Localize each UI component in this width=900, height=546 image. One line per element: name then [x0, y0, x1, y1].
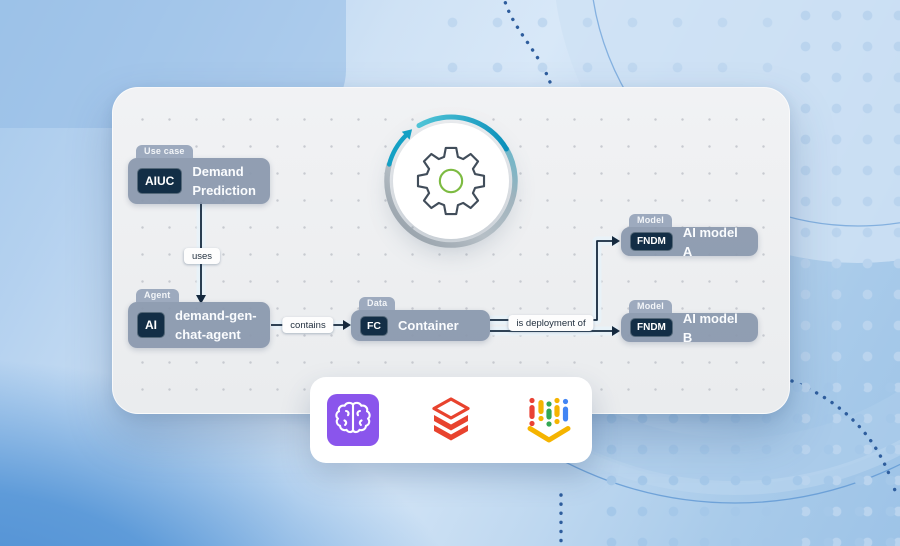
- node-title: AI model A: [682, 224, 738, 259]
- arrowhead-icon: [401, 129, 413, 140]
- node-badge: FNDM: [630, 232, 673, 251]
- dotted-curve-top: [502, 0, 554, 90]
- node-type-tab: Model: [629, 214, 672, 227]
- node-title: Container: [398, 318, 459, 333]
- gear-icon: [416, 146, 486, 216]
- sync-arrow-ring: [384, 114, 518, 248]
- node-model-b: Model FNDM AI model B: [621, 300, 758, 345]
- node-title: AI model B: [682, 310, 738, 345]
- edge-label-contains: contains: [282, 317, 334, 333]
- node-badge: AI: [137, 312, 165, 338]
- edge-label-uses: uses: [183, 248, 221, 264]
- node-title: demand-gen-chat-agent: [175, 308, 257, 342]
- edge-label-deployment: is deployment of: [508, 315, 594, 331]
- node-badge: FC: [360, 315, 388, 336]
- analytics-dots-logo: [527, 397, 571, 443]
- databricks-logo: [432, 397, 470, 441]
- node-agent: Agent AI demand-gen-chat-agent: [128, 289, 270, 348]
- dotted-curve-bottom-right: [790, 379, 898, 496]
- node-badge: AIUC: [137, 168, 183, 194]
- node-badge: FNDM: [630, 318, 673, 337]
- dot-grid-pattern: [430, 0, 790, 96]
- node-type-tab: Use case: [136, 145, 193, 158]
- sync-gear-icon: [366, 96, 536, 266]
- node-container: Data FC Container: [351, 297, 490, 341]
- node-type-tab: Data: [359, 297, 396, 310]
- integrations-card: [310, 377, 592, 463]
- node-model-a: Model FNDM AI model A: [621, 214, 758, 259]
- ai-brain-icon: [327, 394, 379, 446]
- node-type-tab: Agent: [136, 289, 179, 302]
- gear-center-circle: [438, 168, 464, 194]
- dot-grid-pattern: [790, 0, 900, 546]
- node-type-tab: Model: [629, 300, 672, 313]
